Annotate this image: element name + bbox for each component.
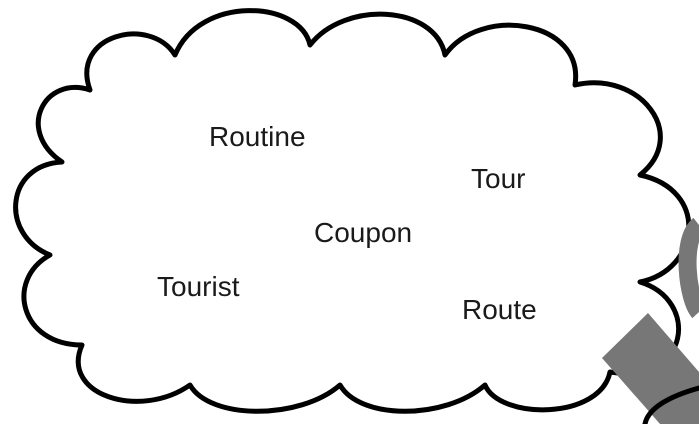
magnifying-glass-icon — [602, 217, 699, 424]
word-routine: Routine — [209, 121, 306, 152]
magnifier-lens-rim — [678, 217, 699, 319]
word-route: Route — [462, 294, 537, 325]
word-tour: Tour — [471, 163, 526, 194]
word-coupon: Coupon — [314, 217, 413, 248]
magnifier-handle-ring — [642, 385, 699, 424]
word-tourist: Tourist — [157, 271, 240, 302]
cloud-outline — [13, 8, 692, 414]
